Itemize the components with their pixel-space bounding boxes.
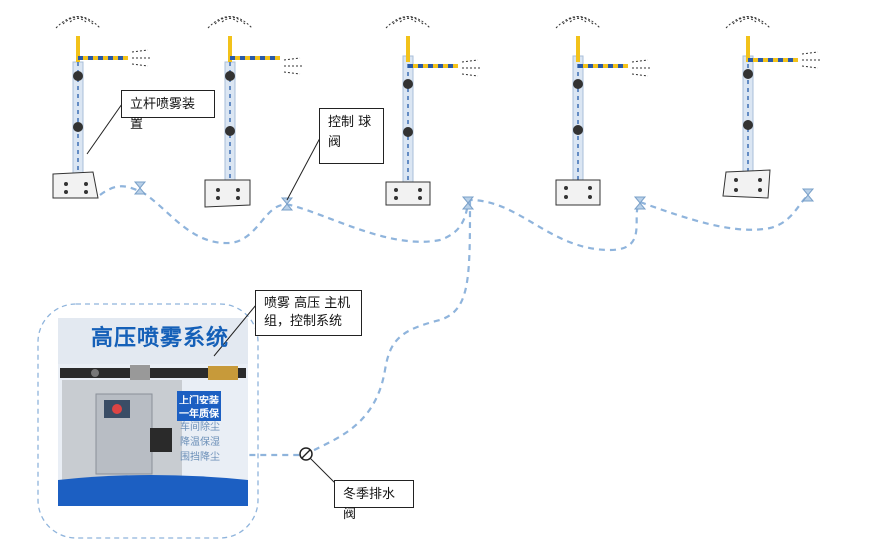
ball-valve-4 bbox=[633, 196, 647, 210]
label-host-line1: 喷雾 高压 主机 bbox=[264, 296, 351, 311]
spray-pole-3 bbox=[385, 16, 480, 206]
badge-workshop-dust: 车间除尘 bbox=[180, 422, 220, 433]
ball-valve-2 bbox=[280, 197, 294, 211]
callout-ball-valve: 控制 球 阀 bbox=[319, 108, 384, 164]
spray-pole-1 bbox=[52, 16, 150, 199]
spray-pole-4 bbox=[555, 16, 650, 206]
label-ball-valve-line2: 阀 bbox=[328, 135, 342, 150]
host-unit-image bbox=[58, 318, 248, 506]
callout-host-unit: 喷雾 高压 主机 组，控制系统 bbox=[255, 290, 362, 336]
label-host-line2: 组，控制系统 bbox=[264, 314, 343, 329]
badge-onsite-install: 上门安装 bbox=[177, 391, 221, 408]
spray-pole-2 bbox=[204, 16, 302, 208]
callout-drain-valve: 冬季排水阀 bbox=[334, 480, 414, 522]
ball-valve-5 bbox=[801, 188, 815, 202]
panel-title: 高压喷雾系统 bbox=[90, 326, 229, 351]
water-pipe bbox=[99, 185, 811, 457]
drain-valve-icon bbox=[299, 447, 313, 461]
callout-pole-device: 立杆喷雾装置 bbox=[121, 90, 215, 132]
ball-valve-3 bbox=[461, 196, 475, 210]
label-ball-valve-line1: 控制 球 bbox=[328, 115, 372, 130]
ball-valve-1 bbox=[133, 181, 147, 195]
label-pole-device: 立杆喷雾装置 bbox=[130, 97, 196, 132]
label-drain-valve: 冬季排水阀 bbox=[343, 487, 396, 522]
badge-one-year-warranty: 一年质保 bbox=[177, 404, 221, 421]
spray-pole-5 bbox=[722, 16, 820, 199]
badge-cooling-humidify: 降温保湿 bbox=[180, 437, 220, 448]
host-group-border bbox=[37, 303, 259, 539]
badge-fence-dust: 围挡降尘 bbox=[180, 452, 220, 463]
